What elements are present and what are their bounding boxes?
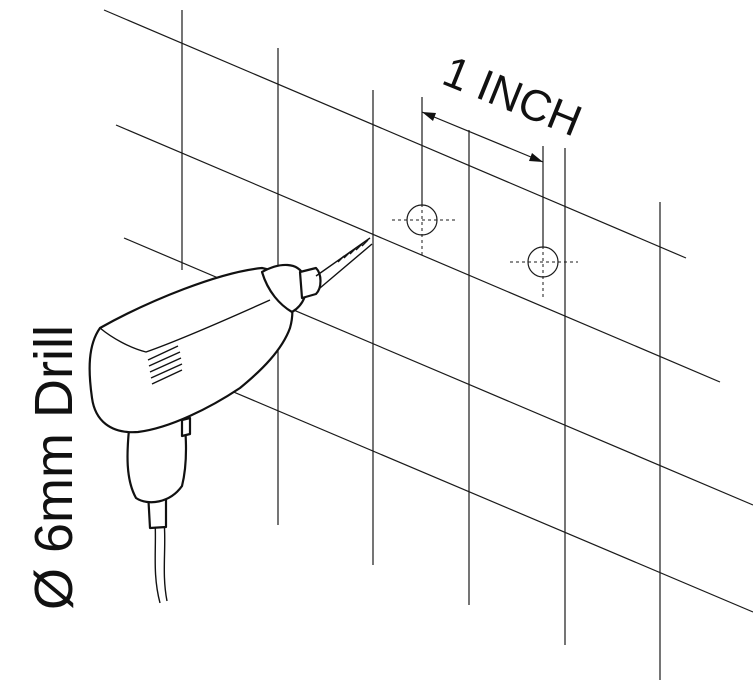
drill-vent [147, 345, 183, 385]
grid-diagonal-line [103, 9, 687, 259]
drill-trigger [180, 416, 192, 438]
drill-icon [88, 237, 373, 604]
dimension-line [421, 111, 544, 163]
mounting-hole-right [510, 240, 578, 298]
drill-handle [126, 408, 188, 504]
drill-bit [315, 237, 373, 289]
arrow-head-left [422, 112, 436, 121]
dimension-marker [421, 97, 544, 247]
grid-diagonal-line [209, 381, 753, 613]
drill-body [88, 266, 294, 434]
drill-size-label: Ø 6mm Drill [24, 325, 84, 610]
wall-grid [103, 9, 753, 680]
arrow-head-right [529, 153, 543, 162]
grid-diagonal-line [115, 124, 721, 383]
dimension-label: 1 INCH [436, 47, 588, 146]
